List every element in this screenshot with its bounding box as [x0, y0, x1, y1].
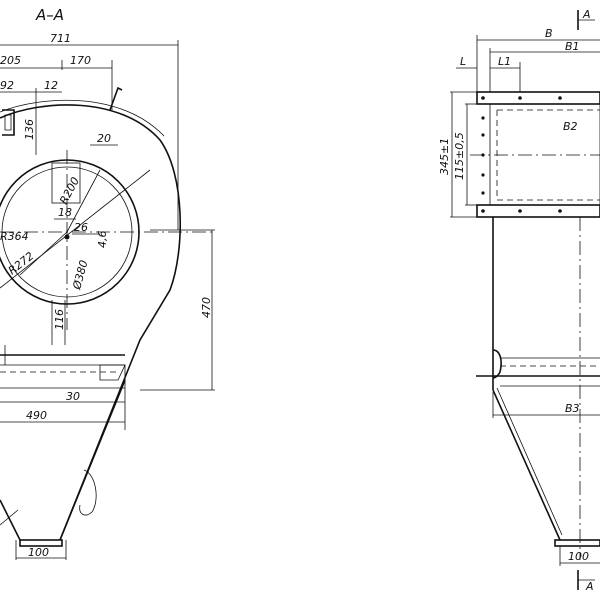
dim-26: 26 — [74, 221, 88, 234]
bottom-flange — [476, 204, 600, 218]
dim-490: 490 — [26, 409, 47, 422]
section-mark-bottom: A — [585, 580, 594, 593]
dim-B2: B2 — [563, 120, 578, 133]
dim-92: 92 — [0, 79, 14, 92]
bolt-holes — [481, 96, 562, 213]
dim-470: 470 — [200, 297, 213, 318]
left-view: A–A 711 205 170 92 12 136 20 — [0, 6, 215, 560]
dim-116: 116 — [53, 309, 66, 330]
center-point — [64, 234, 70, 240]
dim-12: 12 — [44, 79, 58, 92]
dim-170: 170 — [70, 54, 91, 67]
section-mark-top: A — [582, 8, 591, 21]
dim-18: 18 — [58, 206, 72, 219]
outlet-flange-right — [554, 539, 600, 547]
cone-right — [59, 379, 126, 541]
dim-345: 345±1 — [438, 138, 451, 175]
housing-outline — [0, 104, 182, 541]
cone-door — [79, 469, 97, 516]
dim-30: 30 — [66, 390, 80, 403]
inlet-flange — [2, 109, 15, 136]
dim-r200: R200 — [57, 175, 82, 206]
dim-B3: B3 — [565, 402, 580, 415]
dim-L1: L1 — [498, 55, 511, 68]
dim-136: 136 — [23, 119, 36, 140]
dim-outlet-100: 100 — [28, 546, 49, 559]
inlet-body — [489, 103, 600, 206]
radius-line-a — [0, 169, 151, 289]
dim-4-6: 4,6 — [96, 231, 109, 249]
dim-711: 711 — [50, 32, 71, 45]
right-view: A B B1 L L1 — [438, 8, 600, 593]
cone-left-right-view — [492, 389, 561, 541]
dim-205: 205 — [0, 54, 21, 67]
dim-B1: B1 — [565, 40, 580, 53]
dim-d380: Ø380 — [70, 259, 90, 292]
dim-B: B — [545, 27, 553, 40]
outlet-flange — [19, 539, 63, 547]
handle — [109, 86, 123, 111]
dim-115: 115±0,5 — [453, 132, 466, 180]
section-title: A–A — [35, 6, 64, 24]
dim-outlet-100-right: 100 — [568, 550, 589, 563]
dim-L: L — [460, 55, 466, 68]
top-flange — [476, 91, 600, 105]
dim-20: 20 — [97, 132, 111, 145]
dim-r364: R364 — [0, 230, 29, 243]
